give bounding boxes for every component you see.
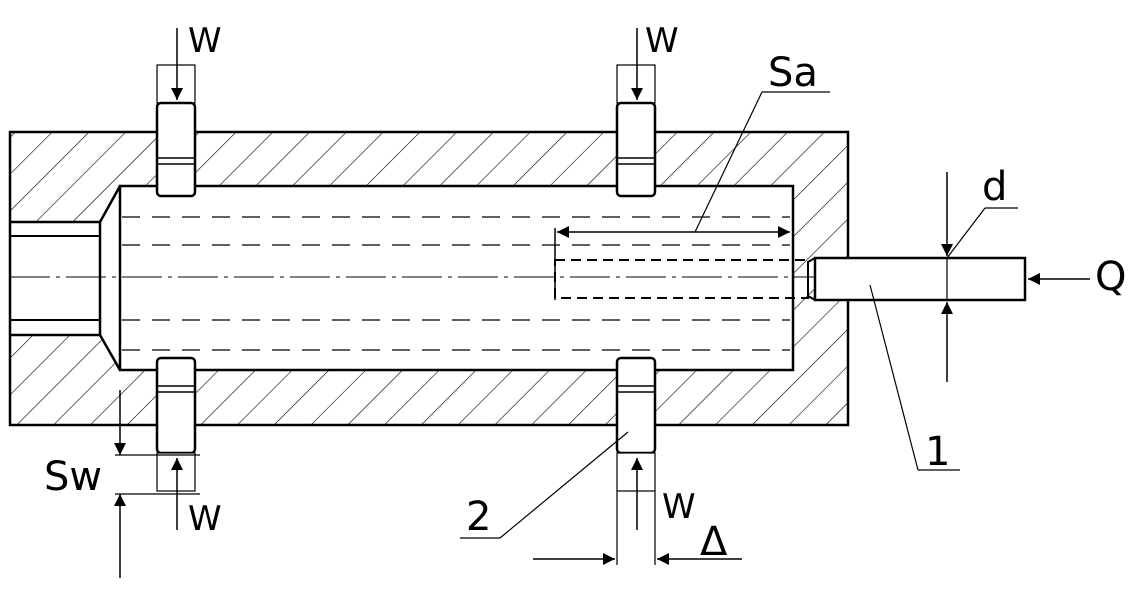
leader-part-1 <box>869 284 960 471</box>
label-w-top-left: W <box>188 21 222 61</box>
sw-dimension <box>114 390 200 578</box>
label-part-2: 2 <box>466 494 491 540</box>
label-sw: Sw <box>44 454 102 500</box>
leader-part-2 <box>460 431 629 539</box>
label-d: d <box>982 164 1007 210</box>
width-dimension <box>533 491 742 565</box>
label-w-top-right: W <box>645 21 679 61</box>
label-w-bottom-right: W <box>662 487 696 527</box>
clamp-bottom-left <box>155 356 197 492</box>
clamp-top-right <box>615 64 657 198</box>
clamp-bottom-right <box>615 356 657 492</box>
label-sa: Sa <box>768 50 818 96</box>
diameter-dimension <box>941 172 1018 382</box>
stroke-dimension <box>557 91 830 238</box>
label-w-bottom-left: W <box>188 499 222 539</box>
plunger <box>554 228 1027 302</box>
label-part-1: 1 <box>925 429 950 475</box>
clamp-top-left <box>155 64 197 198</box>
label-q: Q <box>1095 254 1126 300</box>
fluid-lines <box>122 216 790 351</box>
label-delta: Δ <box>700 519 728 565</box>
